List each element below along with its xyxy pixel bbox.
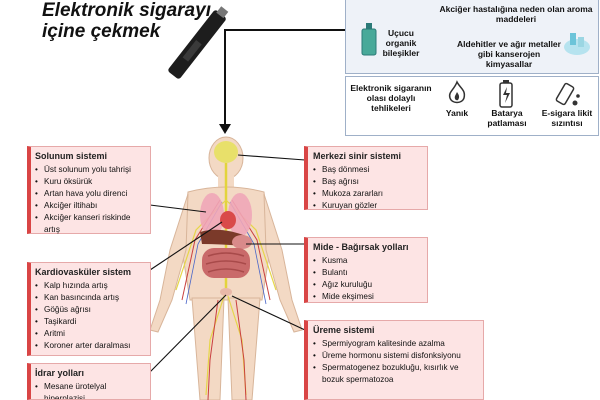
battery-label: Batarya patlaması	[487, 108, 527, 128]
fire-icon	[448, 80, 466, 104]
list-item: Spermatogenez bozukluğu, kısırlık ve boz…	[313, 362, 480, 386]
vial-icon	[361, 23, 377, 56]
list-item: Üst solunum yolu tahrişi	[35, 164, 147, 176]
nervous-title: Merkezi sinir sistemi	[313, 151, 402, 161]
list-item: Kalp hızında artış	[35, 280, 147, 292]
list-item: Mesane ürotelyal hiperplazisi	[35, 381, 147, 399]
urinary-list: Mesane ürotelyal hiperplazisi	[35, 381, 147, 399]
respiratory-box: Solunum sistemi Üst solunum yolu tahrişi…	[27, 146, 151, 234]
list-item: Kusma	[313, 255, 424, 267]
hazards-panel: Elektronik sigaranın olası dolaylı tehli…	[345, 76, 599, 136]
leak-label: E-sigara likit sızıntısı	[541, 108, 593, 128]
list-item: Kuruyan gözler	[313, 200, 424, 212]
heavy-metals-icon	[564, 33, 590, 55]
gi-title: Mide - Bağırsak yolları	[313, 242, 409, 252]
chemicals-panel: Akciğer hastalığına neden olan aroma mad…	[345, 0, 599, 74]
list-item: Üreme hormonu sistemi disfonksiyonu	[313, 350, 480, 362]
title-line-1: Elektronik sigarayı	[42, 0, 211, 21]
volatile-text: Uçucu organik bileşikler	[382, 28, 420, 58]
list-item: Akciğer iltihabı	[35, 200, 147, 212]
nervous-box: Merkezi sinir sistemi Baş dönmesi Baş ağ…	[304, 146, 428, 212]
nervous-list: Baş dönmesi Baş ağrısı Mukoza zararları …	[313, 164, 424, 212]
repro-box: Üreme sistemi Spermiyogram kalitesinde a…	[304, 320, 484, 400]
liquid-leak-icon	[555, 82, 580, 106]
repro-list: Spermiyogram kalitesinde azalma Üreme ho…	[313, 338, 480, 386]
cardio-list: Kalp hızında artış Kan basıncında artış …	[35, 280, 147, 352]
gi-list: Kusma Bulantı Ağız kuruluğu Mide ekşimes…	[313, 255, 424, 303]
list-item: Mukoza zararları	[313, 188, 424, 200]
list-item: Ağız kuruluğu	[313, 279, 424, 291]
gi-box: Mide - Bağırsak yolları Kusma Bulantı Ağ…	[304, 237, 428, 303]
respiratory-title: Solunum sistemi	[35, 151, 108, 161]
cardio-title: Kardiovasküler sistem	[35, 267, 132, 277]
cardio-box: Kardiovasküler sistem Kalp hızında artış…	[27, 262, 151, 356]
title-line-2: içine çekmek	[42, 21, 161, 42]
metals-text: Aldehitler ve ağır metaller gibi kansero…	[457, 39, 561, 69]
list-item: Spermiyogram kalitesinde azalma	[313, 338, 480, 350]
hazards-heading: Elektronik sigaranın olası dolaylı tehli…	[350, 83, 432, 113]
battery-icon	[499, 80, 513, 108]
aroma-text: Akciğer hastalığına neden olan aroma mad…	[439, 4, 593, 24]
list-item: Baş dönmesi	[313, 164, 424, 176]
organs	[200, 193, 252, 296]
e-cigarette-icon	[168, 6, 229, 79]
list-item: Mide ekşimesi	[313, 291, 424, 303]
list-item: Kuru öksürük	[35, 176, 147, 188]
urinary-box: İdrar yolları Mesane ürotelyal hiperplaz…	[27, 363, 151, 400]
list-item: Bulantı	[313, 267, 424, 279]
list-item: Akciğer kanseri riskinde artış	[35, 212, 147, 236]
list-item: Koroner arter daralması	[35, 340, 147, 352]
respiratory-list: Üst solunum yolu tahrişi Kuru öksürük Ar…	[35, 164, 147, 236]
flow-arrow	[219, 29, 345, 134]
burn-label: Yanık	[445, 108, 469, 118]
list-item: Kan basıncında artış	[35, 292, 147, 304]
list-item: Artan hava yolu direnci	[35, 188, 147, 200]
main-title: Elektronik sigarayı içine çekmek	[42, 0, 211, 42]
list-item: Göğüs ağrısı	[35, 304, 147, 316]
urinary-title: İdrar yolları	[35, 368, 85, 378]
repro-title: Üreme sistemi	[313, 325, 375, 335]
list-item: Taşikardi	[35, 316, 147, 328]
list-item: Aritmi	[35, 328, 147, 340]
list-item: Baş ağrısı	[313, 176, 424, 188]
